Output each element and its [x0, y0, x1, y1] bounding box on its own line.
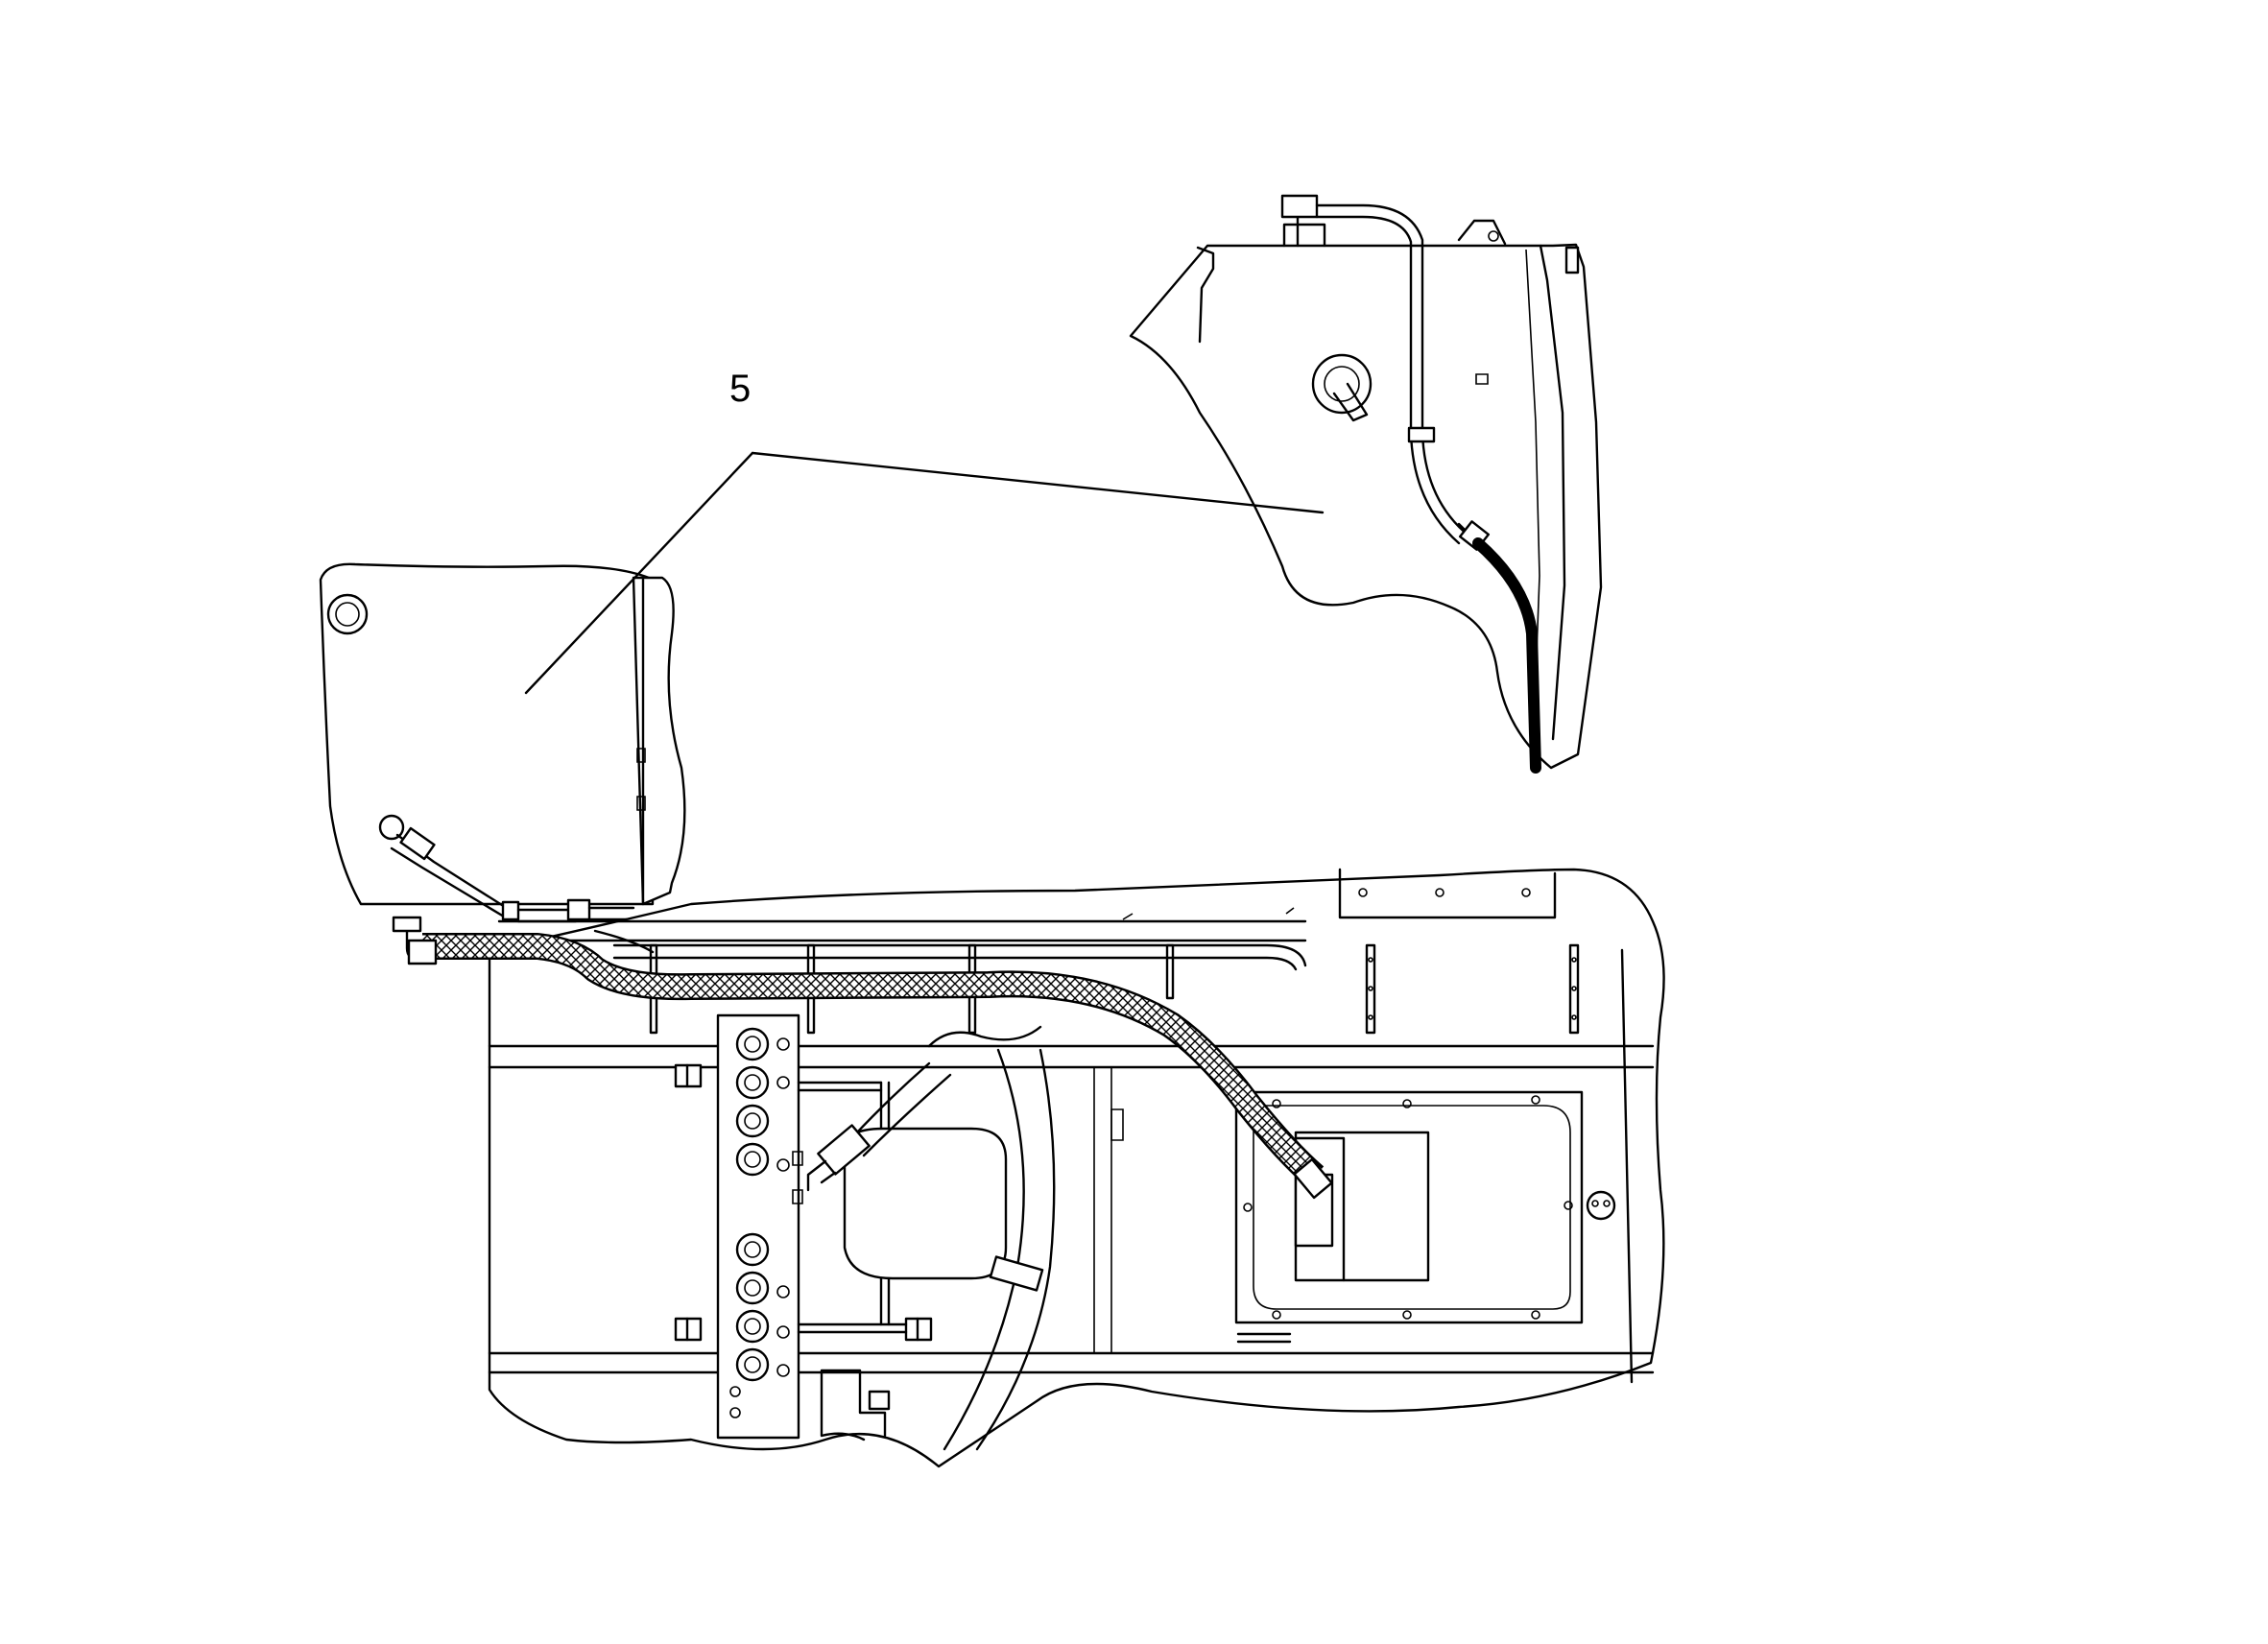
left-tank: [321, 564, 684, 921]
leader-line-left: [526, 453, 752, 693]
leader-line-right: [752, 453, 1323, 512]
access-panel: [1236, 1092, 1614, 1342]
valve-bank: [718, 1015, 802, 1438]
lower-frame: [394, 870, 1664, 1466]
clamp-brackets: [651, 945, 1578, 1033]
callout-label: 5: [729, 368, 751, 410]
callout-5: 5: [526, 368, 1323, 693]
right-tank-assembly: [1131, 196, 1601, 768]
